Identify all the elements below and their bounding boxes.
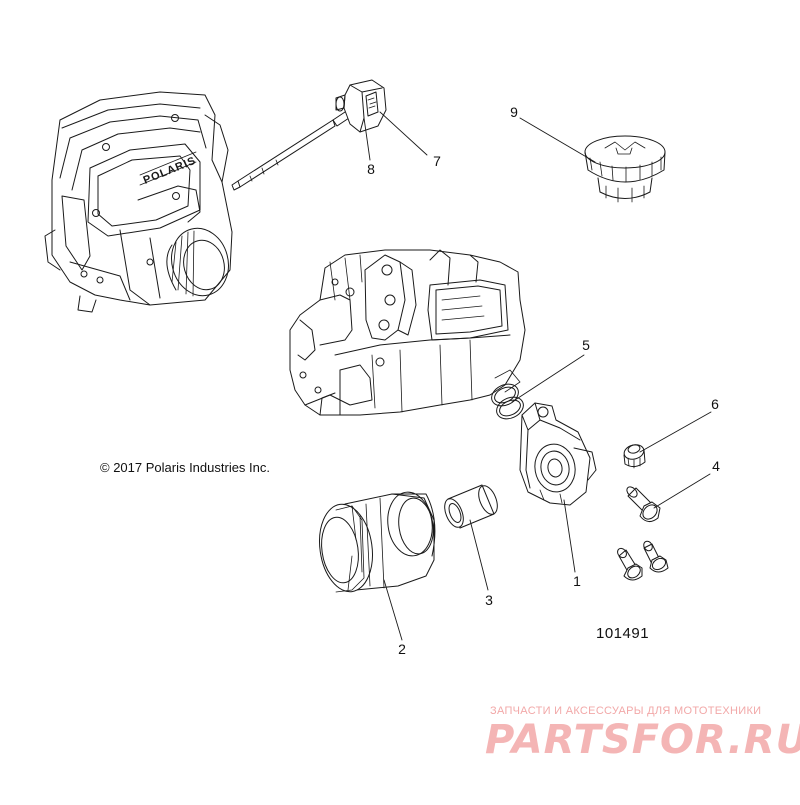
o-ring-icon — [491, 383, 524, 420]
callout-7: 7 — [433, 153, 441, 169]
filler-cap-icon — [584, 135, 666, 203]
leader-line-5 — [511, 354, 585, 403]
dipstick-icon — [231, 79, 387, 191]
bolt-icon — [643, 540, 669, 573]
bolt-icon — [626, 486, 661, 522]
engine-block-icon — [289, 249, 526, 416]
callout-1: 1 — [573, 573, 581, 589]
sleeve-icon — [444, 484, 498, 529]
bolt-icon — [617, 547, 643, 581]
callout-6: 6 — [711, 396, 719, 412]
callout-2: 2 — [398, 641, 406, 657]
watermark-tagline: ЗАПЧАСТИ И АКСЕССУАРЫ ДЛЯ МОТОТЕХНИКИ — [490, 705, 762, 717]
copyright-notice: © 2017 Polaris Industries Inc. — [100, 460, 270, 475]
leader-line-8 — [363, 117, 371, 161]
callout-8: 8 — [367, 161, 375, 177]
leader-line-3 — [469, 519, 489, 591]
leader-line-4 — [653, 473, 711, 509]
leader-line-2 — [383, 579, 403, 641]
callout-3: 3 — [485, 592, 493, 608]
oil-filter-icon — [319, 491, 436, 593]
callout-9: 9 — [510, 104, 518, 120]
callout-5: 5 — [582, 337, 590, 353]
leader-line-6 — [639, 411, 712, 453]
engine-housing-icon: POLARIS — [44, 91, 233, 313]
leader-lines — [363, 111, 712, 641]
callout-4: 4 — [712, 458, 720, 474]
leader-line-1 — [563, 499, 576, 573]
drawing-number: 101491 — [596, 625, 650, 642]
leader-line-9 — [519, 117, 596, 163]
leader-line-7 — [379, 111, 428, 156]
watermark-logo: PARTSFOR.RU — [485, 717, 800, 763]
filter-adapter-icon — [519, 402, 597, 506]
plug-icon — [623, 444, 646, 469]
